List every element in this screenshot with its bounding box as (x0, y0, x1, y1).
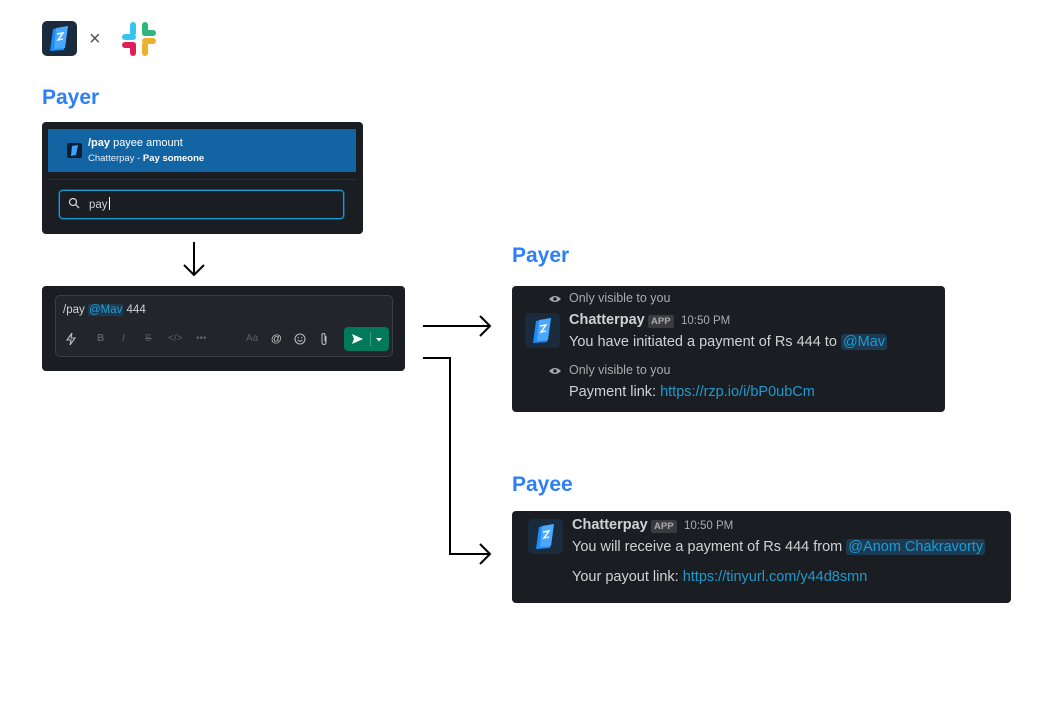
suggestion-app: Chatterpay - (88, 153, 143, 164)
payee-heading: Payee (512, 473, 573, 496)
chatterpay-logo-icon (42, 21, 77, 56)
composer-command: /pay (63, 304, 88, 316)
user-mention[interactable]: @Anom Chakravorty (846, 539, 986, 555)
slack-logo-icon (120, 20, 158, 58)
payer-heading: Payer (42, 86, 100, 109)
payment-link-row: Payment link: https://rzp.io/i/bP0ubCm (569, 384, 815, 400)
suggestion-subtitle: Chatterpay - Pay someone (88, 153, 204, 164)
chatterpay-avatar[interactable] (528, 519, 563, 554)
chevron-down-icon[interactable] (375, 337, 383, 342)
message-text: You will receive a payment of Rs 444 fro… (572, 539, 986, 555)
times-separator: × (89, 28, 101, 50)
format-toggle-icon[interactable]: Aa (246, 333, 259, 344)
chatterpay-small-icon (67, 143, 82, 158)
search-icon (68, 197, 80, 209)
mention-icon[interactable]: @ (271, 333, 282, 345)
suggestion-args: payee amount (110, 137, 183, 149)
divider (48, 179, 356, 180)
payer-heading-result: Payer (512, 244, 570, 267)
strikethrough-icon[interactable]: S (145, 333, 152, 344)
payer-message-panel: Only visible to you Chatterpay APP 10:50… (512, 286, 945, 412)
down-arrow-icon (183, 242, 205, 277)
elbow-arrow-to-payee-icon (423, 357, 492, 565)
sender-name[interactable]: Chatterpay (569, 312, 645, 328)
attachment-icon[interactable] (319, 332, 329, 346)
slash-command-suggestion[interactable]: /pay payee amount Chatterpay - Pay someo… (48, 129, 356, 172)
suggestion-command: /pay (88, 137, 111, 149)
message-time[interactable]: 10:50 PM (684, 520, 734, 532)
code-icon[interactable]: </> (168, 333, 183, 344)
payout-link-label: Your payout link: (572, 569, 683, 585)
shortcuts-lightning-icon[interactable] (65, 332, 77, 346)
suggestion-title: /pay payee amount (88, 137, 183, 149)
message-text: You have initiated a payment of Rs 444 t… (569, 334, 888, 350)
chatterpay-avatar[interactable] (525, 313, 560, 348)
search-value: pay (89, 199, 108, 211)
send-button[interactable] (344, 327, 389, 351)
eye-icon (549, 296, 561, 302)
right-arrow-to-payer-icon (423, 315, 492, 337)
app-badge: APP (648, 315, 674, 328)
sender-name[interactable]: Chatterpay (572, 517, 648, 533)
message-time[interactable]: 10:50 PM (681, 315, 731, 327)
send-icon (352, 334, 363, 344)
emoji-icon[interactable] (294, 333, 306, 345)
bold-icon[interactable]: B (97, 333, 105, 344)
flow-arrows (423, 315, 492, 565)
search-input[interactable]: pay (59, 190, 344, 219)
message-composer-panel: /pay @Mav 444 B I S </> ••• Aa @ (42, 286, 405, 371)
send-button-divider (370, 332, 371, 346)
only-visible-note: Only visible to you (569, 363, 671, 377)
payout-link-row: Your payout link: https://tinyurl.com/y4… (572, 569, 867, 585)
text-caret (108, 197, 110, 210)
composer-input[interactable]: /pay @Mav 444 (63, 304, 146, 316)
more-formatting-icon[interactable]: ••• (196, 333, 207, 344)
message-prefix: You have initiated a payment of Rs 444 t… (569, 334, 841, 350)
app-badge: APP (651, 520, 677, 533)
message-composer[interactable]: /pay @Mav 444 B I S </> ••• Aa @ (55, 295, 393, 357)
payment-link[interactable]: https://rzp.io/i/bP0ubCm (660, 384, 815, 400)
payout-link[interactable]: https://tinyurl.com/y44d8smn (682, 569, 868, 585)
suggestion-description: Pay someone (142, 153, 205, 164)
payment-link-label: Payment link: (569, 384, 661, 400)
composer-amount: 444 (123, 304, 146, 316)
user-mention[interactable]: @Mav (840, 334, 888, 350)
slash-command-panel: /pay payee amount Chatterpay - Pay someo… (42, 122, 363, 234)
eye-icon (549, 368, 561, 374)
message-prefix: You will receive a payment of Rs 444 fro… (572, 539, 847, 555)
composer-mention: @Mav (87, 304, 124, 316)
italic-icon[interactable]: I (122, 333, 125, 344)
only-visible-note: Only visible to you (569, 291, 671, 305)
payee-message-panel: Chatterpay APP 10:50 PM You will receive… (512, 511, 1011, 603)
